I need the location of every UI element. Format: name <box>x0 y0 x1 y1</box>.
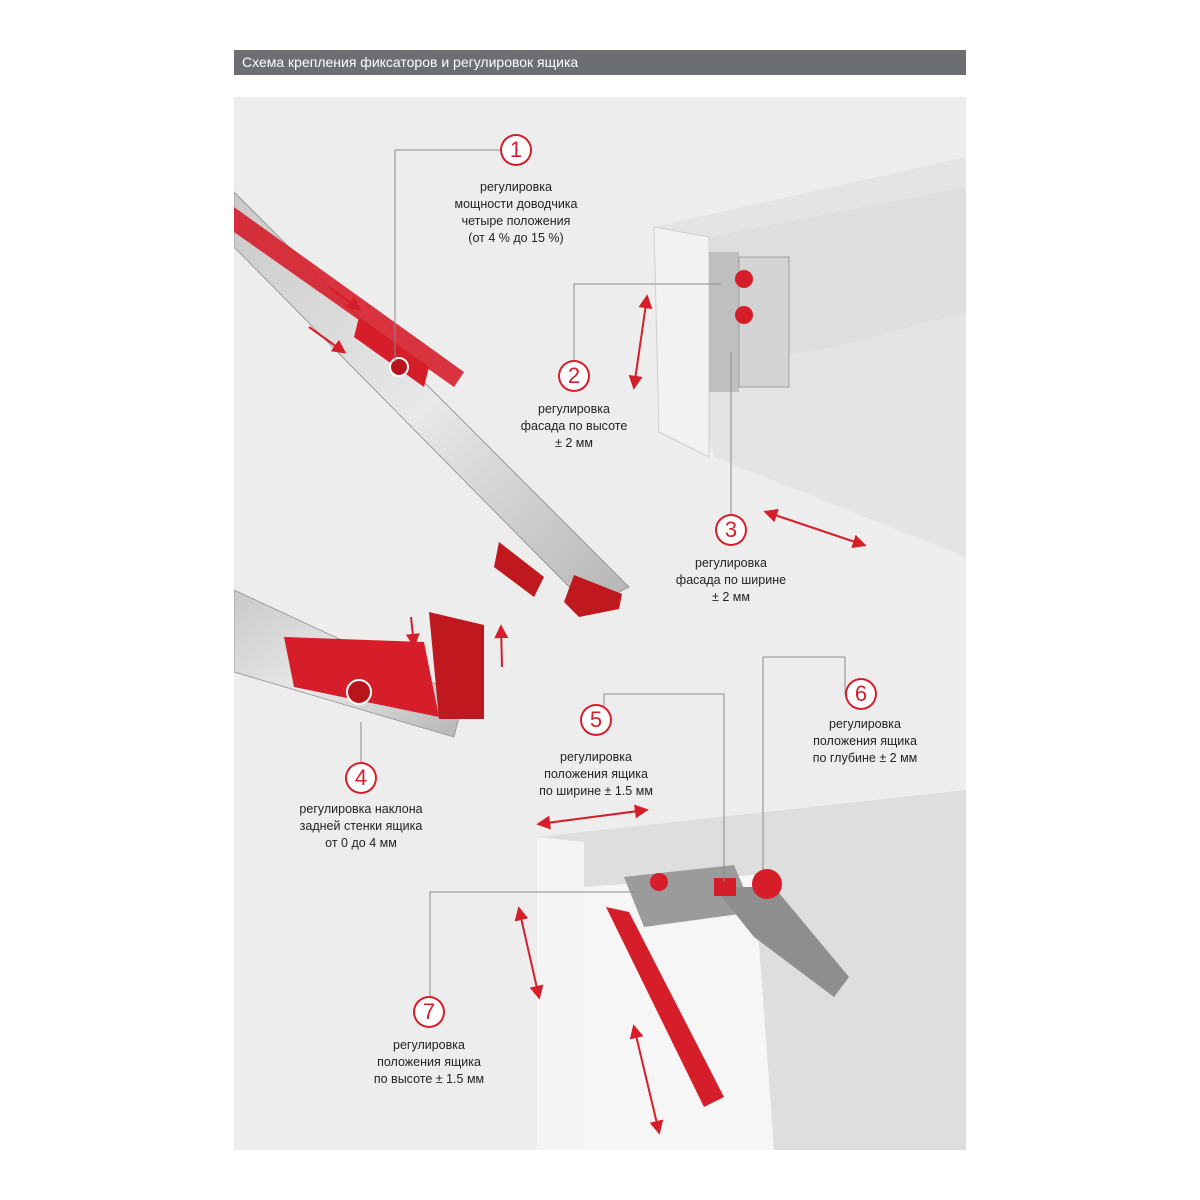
callout-6-number: 6 <box>845 678 877 710</box>
drawer-bottom-lock <box>514 790 966 1150</box>
drawer-front-corner <box>628 157 966 557</box>
callout-1-number: 1 <box>500 134 532 166</box>
illustration <box>234 149 966 1150</box>
diagram-title: Схема крепления фиксаторов и регулировок… <box>234 50 966 75</box>
leader-lines <box>360 149 846 1008</box>
callout-3-number: 3 <box>715 514 747 546</box>
callout-5-number: 5 <box>580 704 612 736</box>
slide-rail-4 <box>234 589 509 738</box>
slide-rail-1 <box>234 191 630 617</box>
callout-7-number: 7 <box>413 996 445 1028</box>
callout-2-number: 2 <box>558 360 590 392</box>
callout-4-number: 4 <box>345 762 377 794</box>
